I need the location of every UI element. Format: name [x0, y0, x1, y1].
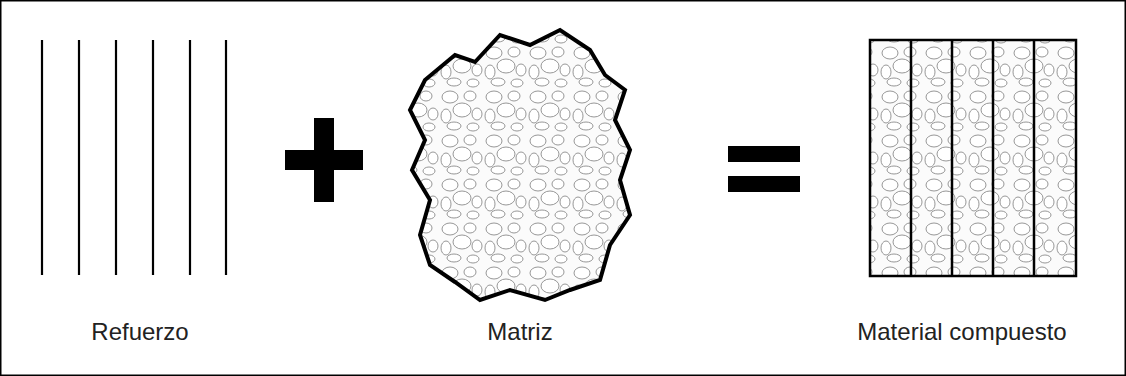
plus-symbol	[285, 118, 363, 202]
part-label: Material compuesto	[857, 318, 1066, 346]
reinforcement-fibres	[42, 40, 226, 275]
part-label: Refuerzo	[91, 318, 188, 346]
equals-symbol	[728, 146, 800, 192]
part-label: Matriz	[487, 318, 552, 346]
matrix-blob	[410, 30, 630, 300]
composite-block	[870, 40, 1076, 276]
